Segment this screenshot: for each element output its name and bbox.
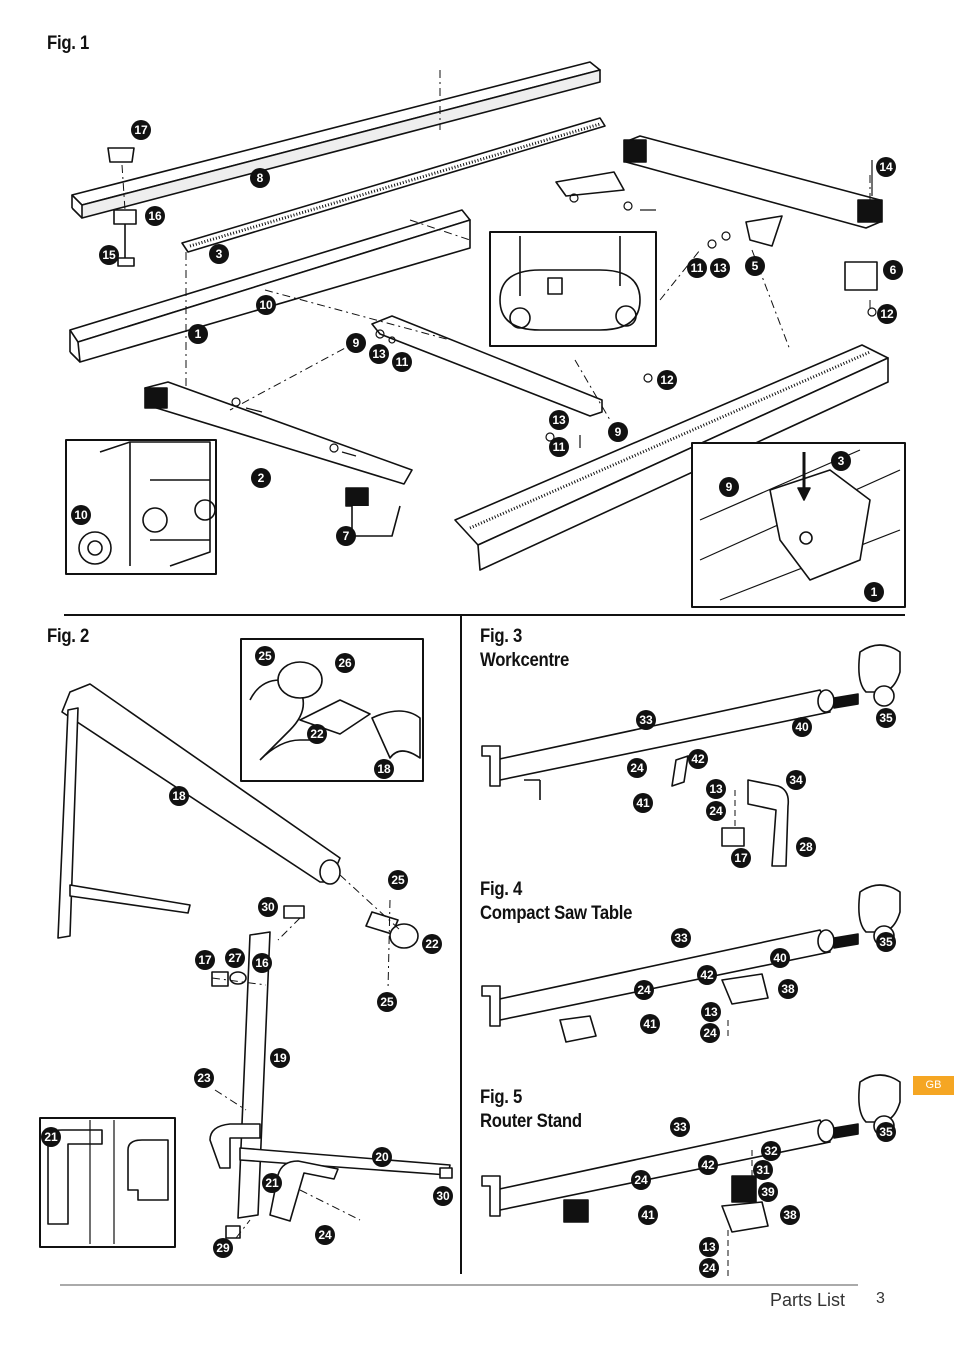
part-callout: 13 bbox=[710, 258, 730, 278]
part-callout: 11 bbox=[392, 352, 412, 372]
fig5-subtitle: Router Stand bbox=[480, 1111, 582, 1132]
part-callout: 16 bbox=[145, 206, 165, 226]
part-callout: 7 bbox=[336, 526, 356, 546]
part-callout: 6 bbox=[883, 260, 903, 280]
part-callout: 15 bbox=[99, 245, 119, 265]
part-callout: 24 bbox=[627, 758, 647, 778]
part-callout: 27 bbox=[225, 948, 245, 968]
part-callout: 33 bbox=[670, 1117, 690, 1137]
fig2-title: Fig. 2 bbox=[47, 626, 90, 647]
part-callout: 40 bbox=[792, 717, 812, 737]
part-callout: 42 bbox=[688, 749, 708, 769]
part-callout: 35 bbox=[876, 708, 896, 728]
fig4-subtitle: Compact Saw Table bbox=[480, 903, 633, 924]
part-callout: 33 bbox=[636, 710, 656, 730]
part-callout: 13 bbox=[369, 344, 389, 364]
part-callout: 24 bbox=[706, 801, 726, 821]
part-callout: 33 bbox=[671, 928, 691, 948]
part-callout: 42 bbox=[697, 965, 717, 985]
part-callout: 1 bbox=[864, 582, 884, 602]
part-callout: 12 bbox=[877, 304, 897, 324]
part-callout: 11 bbox=[687, 258, 707, 278]
part-callout: 29 bbox=[213, 1238, 233, 1258]
part-callout: 17 bbox=[131, 120, 151, 140]
part-callout: 18 bbox=[374, 759, 394, 779]
part-callout: 11 bbox=[549, 437, 569, 457]
language-tab: GB bbox=[913, 1076, 954, 1095]
part-callout: 24 bbox=[699, 1258, 719, 1278]
part-callout: 24 bbox=[315, 1225, 335, 1245]
part-callout: 18 bbox=[169, 786, 189, 806]
part-callout: 17 bbox=[731, 848, 751, 868]
part-callout: 10 bbox=[256, 295, 276, 315]
part-callout: 24 bbox=[631, 1170, 651, 1190]
part-callout: 34 bbox=[786, 770, 806, 790]
part-callout: 16 bbox=[252, 953, 272, 973]
part-callout: 24 bbox=[634, 980, 654, 1000]
part-callout: 19 bbox=[270, 1048, 290, 1068]
fig3-subtitle: Workcentre bbox=[480, 650, 570, 671]
part-callout: 26 bbox=[335, 653, 355, 673]
part-callout: 23 bbox=[194, 1068, 214, 1088]
part-callout: 3 bbox=[209, 244, 229, 264]
part-callout: 22 bbox=[422, 934, 442, 954]
part-callout: 41 bbox=[633, 793, 653, 813]
part-callout: 21 bbox=[41, 1127, 61, 1147]
part-callout: 41 bbox=[638, 1205, 658, 1225]
part-callout: 25 bbox=[388, 870, 408, 890]
part-callout: 20 bbox=[372, 1147, 392, 1167]
part-callout: 9 bbox=[719, 477, 739, 497]
part-callout: 10 bbox=[71, 505, 91, 525]
part-callout: 3 bbox=[831, 451, 851, 471]
part-callout: 42 bbox=[698, 1155, 718, 1175]
part-callout: 13 bbox=[549, 410, 569, 430]
part-callout: 32 bbox=[761, 1141, 781, 1161]
part-callout: 35 bbox=[876, 932, 896, 952]
part-callout: 30 bbox=[433, 1186, 453, 1206]
part-callout: 5 bbox=[745, 256, 765, 276]
part-callout: 13 bbox=[701, 1002, 721, 1022]
part-callout: 38 bbox=[780, 1205, 800, 1225]
part-callout: 38 bbox=[778, 979, 798, 999]
part-callout: 35 bbox=[876, 1122, 896, 1142]
part-callout: 12 bbox=[657, 370, 677, 390]
part-callout: 9 bbox=[608, 422, 628, 442]
fig3-title: Fig. 3 bbox=[480, 626, 523, 647]
part-callout: 13 bbox=[699, 1237, 719, 1257]
fig1-title: Fig. 1 bbox=[47, 33, 90, 54]
part-callout: 22 bbox=[307, 724, 327, 744]
part-callout: 30 bbox=[258, 897, 278, 917]
footer-section-title: Parts List bbox=[770, 1290, 846, 1310]
fig5-title: Fig. 5 bbox=[480, 1087, 523, 1108]
page-number: 3 bbox=[876, 1290, 885, 1307]
part-callout: 39 bbox=[758, 1182, 778, 1202]
part-callout: 40 bbox=[770, 948, 790, 968]
part-callout: 1 bbox=[188, 324, 208, 344]
part-callout: 14 bbox=[876, 157, 896, 177]
part-callout: 21 bbox=[262, 1173, 282, 1193]
part-callout: 41 bbox=[640, 1014, 660, 1034]
part-callout: 2 bbox=[251, 468, 271, 488]
part-callout: 31 bbox=[753, 1160, 773, 1180]
fig4-title: Fig. 4 bbox=[480, 879, 523, 900]
part-callout: 13 bbox=[706, 779, 726, 799]
part-callout: 25 bbox=[255, 646, 275, 666]
part-callout: 8 bbox=[250, 168, 270, 188]
part-callout: 17 bbox=[195, 950, 215, 970]
part-callout: 24 bbox=[700, 1023, 720, 1043]
part-callout: 28 bbox=[796, 837, 816, 857]
part-callout: 25 bbox=[377, 992, 397, 1012]
part-callout: 9 bbox=[346, 333, 366, 353]
